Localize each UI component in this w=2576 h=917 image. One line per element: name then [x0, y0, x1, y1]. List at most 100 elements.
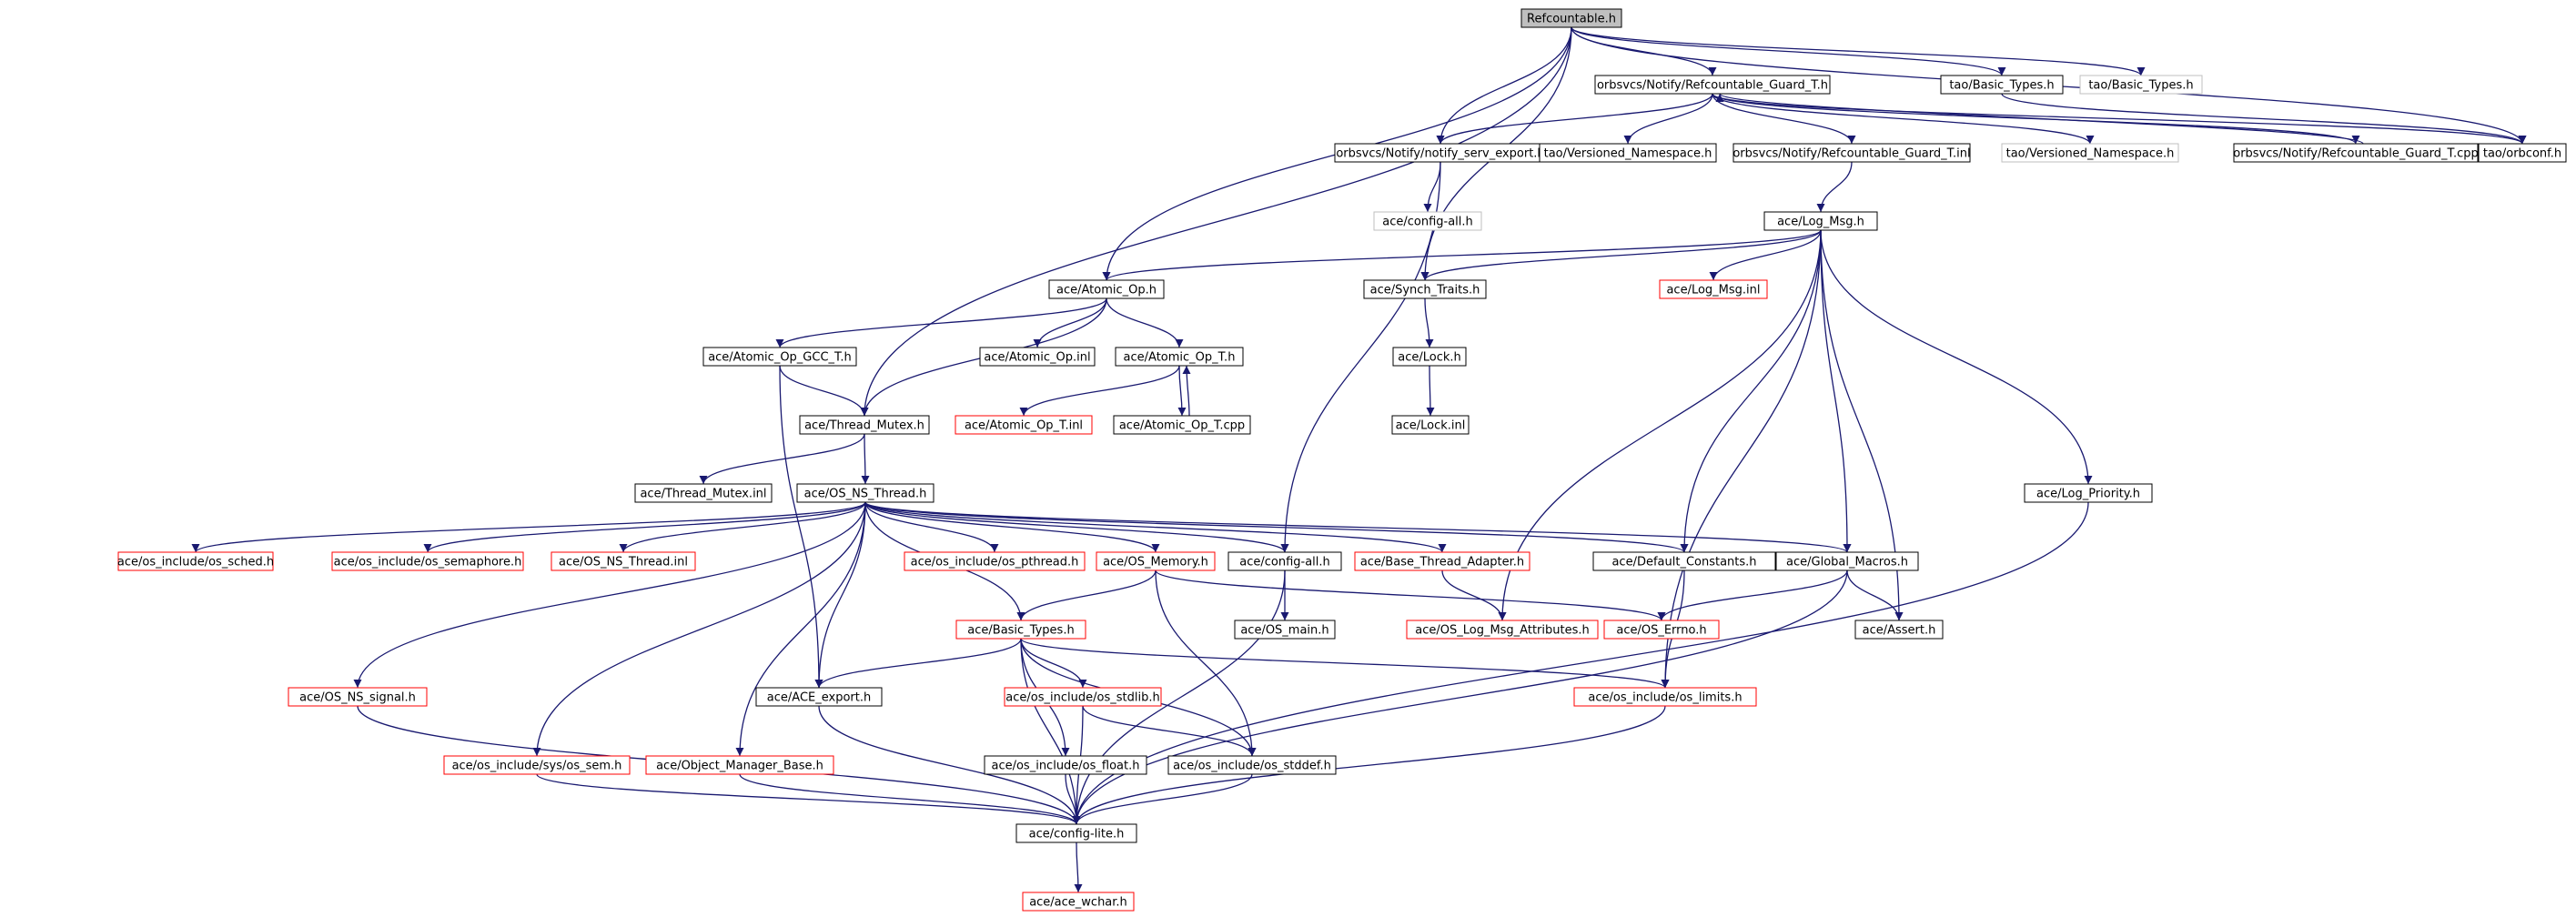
node-guard-t-cpp[interactable]: orbsvcs/Notify/Refcountable_Guard_T.cpp	[2233, 143, 2479, 163]
node-atomic-op-t-cpp[interactable]: ace/Atomic_Op_T.cpp	[1113, 415, 1251, 435]
node-atomic-op-t-inl[interactable]: ace/Atomic_Op_T.inl	[955, 415, 1093, 435]
edge-line	[1441, 569, 1507, 621]
node-guard-t-inl[interactable]: orbsvcs/Notify/Refcountable_Guard_T.inl	[1732, 143, 1971, 163]
node-label: ace/config-all.h	[1239, 556, 1330, 569]
node-os-stddef[interactable]: ace/os_include/os_stddef.h	[1167, 755, 1337, 775]
edge-log-msg-h-to-default-constants	[1680, 229, 1822, 553]
node-label: ace/os_include/os_stdlib.h	[1005, 691, 1159, 705]
edge-line	[1436, 26, 1572, 145]
node-os-ns-thread-h[interactable]: ace/OS_NS_Thread.h	[796, 483, 934, 503]
node-log-msg-inl[interactable]: ace/Log_Msg.inl	[1659, 279, 1768, 299]
node-guard-t-h[interactable]: orbsvcs/Notify/Refcountable_Guard_T.h	[1594, 75, 1831, 95]
node-box	[1603, 620, 1720, 640]
edge-line	[1072, 773, 1253, 825]
node-notify-export[interactable]: orbsvcs/Notify/notify_serv_export.h	[1334, 143, 1547, 163]
edge-base-thread-adapter-to-os-log-msg-attr	[1441, 569, 1507, 621]
node-box	[984, 755, 1147, 775]
node-label: ace/Atomic_Op.h	[1056, 284, 1157, 297]
node-label: ace/Log_Msg.h	[1777, 216, 1864, 229]
node-config-lite[interactable]: ace/config-lite.h	[1015, 823, 1137, 843]
node-os-errno[interactable]: ace/OS_Errno.h	[1603, 620, 1720, 640]
node-os-main[interactable]: ace/OS_main.h	[1234, 620, 1336, 640]
node-config-all-h[interactable]: ace/config-all.h	[1227, 551, 1342, 571]
edge-line	[1420, 229, 1822, 281]
node-global-macros[interactable]: ace/Global_Macros.h	[1775, 551, 1919, 571]
edge-line	[814, 638, 1022, 689]
node-tao-basic-types-2[interactable]: tao/Basic_Types.h	[2079, 75, 2203, 95]
node-os-log-msg-attr[interactable]: ace/OS_Log_Msg_Attributes.h	[1406, 620, 1599, 640]
node-atomic-op-inl[interactable]: ace/Atomic_Op.inl	[979, 347, 1096, 367]
edge-line	[1074, 841, 1083, 893]
node-os-ns-thread-inl[interactable]: ace/OS_NS_Thread.inl	[551, 551, 696, 571]
node-tao-versioned-2[interactable]: tao/Versioned_Namespace.h	[2001, 143, 2179, 163]
node-ace-wchar[interactable]: ace/ace_wchar.h	[1022, 892, 1135, 912]
node-os-pthread[interactable]: ace/os_include/os_pthread.h	[904, 551, 1086, 571]
node-basic-types[interactable]: ace/Basic_Types.h	[955, 620, 1086, 640]
node-atomic-op-h[interactable]: ace/Atomic_Op.h	[1048, 279, 1165, 299]
edge-line	[1424, 297, 1434, 348]
edge-global-macros-to-os-errno	[1657, 569, 1848, 621]
node-tao-orbconf[interactable]: tao/orbconf.h	[2478, 143, 2567, 163]
node-label: ace/Thread_Mutex.h	[804, 419, 924, 433]
edge-os-ns-thread-h-to-config-all-h	[864, 501, 1289, 553]
node-os-float[interactable]: ace/os_include/os_float.h	[984, 755, 1147, 775]
edge-line	[191, 501, 866, 553]
node-box	[551, 551, 696, 571]
node-label: tao/Basic_Types.h	[1949, 79, 2054, 93]
node-label: ace/Default_Constants.h	[1611, 556, 1756, 569]
node-atomic-op-t-h[interactable]: ace/Atomic_Op_T.h	[1115, 347, 1244, 367]
node-os-memory[interactable]: ace/OS_Memory.h	[1096, 551, 1216, 571]
node-os-sem[interactable]: ace/os_include/sys/os_sem.h	[443, 755, 631, 775]
node-os-stdlib[interactable]: ace/os_include/os_stdlib.h	[1004, 687, 1162, 707]
edge-line	[1072, 569, 1848, 825]
edge-line	[1016, 569, 1157, 621]
edge-atomic-op-t-h-to-atomic-op-t-cpp	[1177, 365, 1187, 417]
node-label: ace/Object_Manager_Base.h	[656, 760, 823, 773]
node-default-constants[interactable]: ace/Default_Constants.h	[1592, 551, 1776, 571]
node-tao-versioned-1[interactable]: tao/Versioned_Namespace.h	[1539, 143, 1717, 163]
node-box	[904, 551, 1086, 571]
node-thread-mutex-inl[interactable]: ace/Thread_Mutex.inl	[634, 483, 773, 503]
edge-line	[1623, 93, 1713, 145]
edge-line	[2001, 93, 2527, 145]
node-synch-traits[interactable]: ace/Synch_Traits.h	[1363, 279, 1487, 299]
node-box	[117, 551, 274, 571]
node-os-semaphore[interactable]: ace/os_include/os_semaphore.h	[331, 551, 524, 571]
node-refcountable[interactable]: Refcountable.h	[1520, 8, 1622, 28]
node-log-priority[interactable]: ace/Log_Priority.h	[2024, 483, 2153, 503]
node-config-all-ext[interactable]: ace/config-all.h	[1373, 211, 1482, 231]
node-box	[1363, 279, 1487, 299]
edge-basic-types-to-os-stdlib	[1020, 638, 1087, 689]
node-atomic-gcc[interactable]: ace/Atomic_Op_GCC_T.h	[702, 347, 857, 367]
edge-log-msg-h-to-log-priority	[1820, 229, 2093, 485]
node-object-manager-base[interactable]: ace/Object_Manager_Base.h	[645, 755, 834, 775]
edge-line	[1155, 569, 1666, 621]
node-os-ns-signal[interactable]: ace/OS_NS_signal.h	[288, 687, 428, 707]
node-box	[2024, 483, 2153, 503]
node-os-sched[interactable]: ace/os_include/os_sched.h	[117, 551, 274, 571]
node-assert-h[interactable]: ace/Assert.h	[1854, 620, 1944, 640]
edge-log-msg-h-to-atomic-op-h	[1102, 229, 1822, 281]
edge-line	[1020, 638, 1087, 689]
edge-line	[1020, 638, 1081, 825]
edge-object-manager-base-to-config-lite	[739, 773, 1081, 825]
edge-os-ns-thread-h-to-os-ns-thread-inl	[619, 501, 866, 553]
node-os-limits[interactable]: ace/os_include/os_limits.h	[1573, 687, 1757, 707]
node-ace-export[interactable]: ace/ACE_export.h	[755, 687, 883, 707]
edge-line	[864, 501, 1689, 553]
node-tao-basic-types-1[interactable]: tao/Basic_Types.h	[1940, 75, 2064, 95]
node-lock-inl[interactable]: ace/Lock.inl	[1391, 415, 1470, 435]
edge-os-ns-thread-h-to-os-semaphore	[423, 501, 866, 553]
node-box	[1015, 823, 1137, 843]
node-lock-h[interactable]: ace/Lock.h	[1392, 347, 1467, 367]
edge-os-ns-thread-h-to-os-memory	[864, 501, 1160, 553]
node-label: ace/os_include/os_semaphore.h	[334, 556, 522, 569]
edge-log-msg-h-to-os-log-msg-attr	[1498, 229, 1822, 621]
node-box	[979, 347, 1096, 367]
node-label: orbsvcs/Notify/Refcountable_Guard_T.h	[1597, 79, 1828, 93]
node-thread-mutex-h[interactable]: ace/Thread_Mutex.h	[799, 415, 930, 435]
node-label: ace/config-all.h	[1382, 216, 1473, 229]
edge-os-ns-thread-h-to-base-thread-adapter	[864, 501, 1447, 553]
node-base-thread-adapter[interactable]: ace/Base_Thread_Adapter.h	[1354, 551, 1530, 571]
node-log-msg-h[interactable]: ace/Log_Msg.h	[1763, 211, 1878, 231]
